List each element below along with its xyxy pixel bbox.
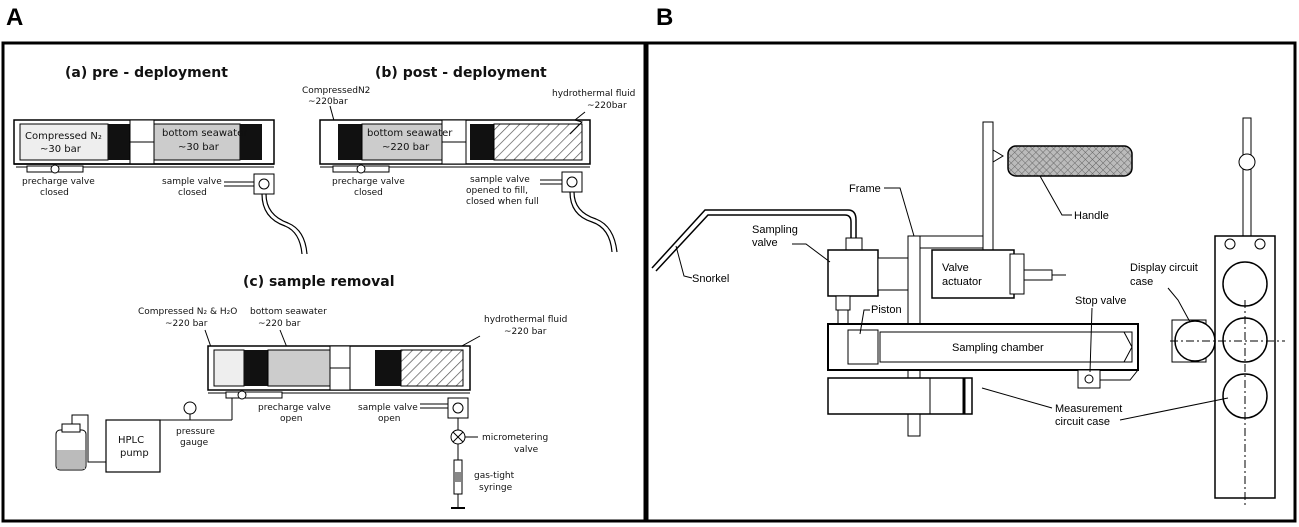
post-fluid-bar: ~220bar [587, 101, 627, 111]
panel-b-labels: Frame Handle Sampling valve Snorkel Valv… [675, 175, 1229, 428]
syringe-label-1: gas-tight [474, 471, 515, 481]
micrometering-label-2: valve [514, 445, 539, 455]
sample-valve-label: sample valve [162, 177, 222, 187]
hplc-pump-icon [105, 419, 161, 473]
sample-valve-state: closed [178, 188, 207, 198]
frame-label: Frame [849, 183, 881, 195]
sample-removal-diagram: (c) sample removal Compressed N₂ & H₂O ~… [55, 274, 567, 509]
removal-n2-bar: ~220 bar [165, 319, 208, 329]
post-sample-state-1: opened to fill, [466, 186, 528, 196]
removal-title: (c) sample removal [243, 274, 395, 290]
display-circuit-label-1: Display circuit [1130, 262, 1198, 274]
piston-block [240, 124, 262, 160]
compressed-n2-label: Compressed N₂ [25, 131, 102, 142]
precharge-valve-icon [237, 390, 247, 400]
sample-valve-icon [447, 397, 469, 419]
removal-n2-label: Compressed N₂ & H₂O [138, 307, 237, 317]
piston-block [375, 350, 401, 386]
pump-label-1: HPLC [118, 435, 144, 446]
handle-label: Handle [1074, 210, 1109, 222]
removal-sample-label: sample valve [358, 403, 418, 413]
display-circuit-label-2: case [1130, 276, 1153, 288]
gauge-label-2: gauge [180, 438, 209, 448]
precharge-valve-icon [356, 164, 366, 174]
precharge-valve-icon [50, 164, 60, 174]
sample-valve-icon [253, 173, 275, 195]
post-seawater-label: bottom seawater [367, 128, 453, 139]
front-view-rod [1242, 117, 1252, 237]
post-seawater-bar: ~220 bar [382, 142, 430, 153]
gauge-label-1: pressure [176, 427, 215, 437]
removal-sample-state: open [378, 414, 400, 424]
post-title: (b) post - deployment [375, 65, 547, 81]
sampling-valve-label-2: valve [752, 237, 778, 249]
precharge-state: closed [40, 188, 69, 198]
snorkel-tube [651, 209, 857, 269]
sampling-valve-body [827, 249, 879, 297]
pump-label-2: pump [120, 448, 149, 459]
snorkel-label: Snorkel [692, 273, 729, 285]
post-precharge-label: precharge valve [332, 177, 405, 187]
micrometering-label-1: micrometering [482, 433, 548, 443]
pre-deployment-diagram: (a) pre - deployment Compressed N₂ ~30 b… [13, 65, 308, 255]
removal-precharge-state: open [280, 414, 302, 424]
handle-grip [1007, 145, 1133, 177]
removal-seawater-label: bottom seawater [250, 307, 327, 317]
piston-block [108, 124, 130, 160]
post-deployment-diagram: (b) post - deployment CompressedN2 ~220b… [302, 65, 635, 253]
sampling-valve-label-1: Sampling [752, 224, 798, 236]
syringe-label-2: syringe [479, 483, 513, 493]
panel-b-letter: B [656, 4, 674, 31]
piston-block [244, 350, 268, 386]
hydrothermal-fluid-region [493, 123, 583, 161]
sampling-chamber-label: Sampling chamber [952, 342, 1044, 354]
post-sample-label: sample valve [470, 175, 530, 185]
removal-precharge-label: precharge valve [258, 403, 331, 413]
valve-actuator-label-1: Valve [942, 262, 969, 274]
measurement-circuit-case [827, 377, 973, 415]
piston-block [338, 124, 362, 160]
removal-fluid-label: hydrothermal fluid [484, 315, 567, 325]
post-fluid-label: hydrothermal fluid [552, 89, 635, 99]
measurement-label-2: circuit case [1055, 416, 1110, 428]
post-n2-bar: ~220bar [308, 97, 348, 107]
compressed-bar-label: ~30 bar [40, 144, 82, 155]
sampler-side-view [651, 117, 1285, 505]
post-sample-state-2: closed when full [466, 197, 539, 207]
seawater-label: bottom seawater [162, 128, 248, 139]
piston-block [470, 124, 494, 160]
piston-label: Piston [871, 304, 902, 316]
post-n2-label: CompressedN2 [302, 86, 370, 96]
valve-actuator-body [931, 249, 1015, 299]
hydrothermal-fluid-region [400, 349, 464, 387]
panel-a-letter: A [6, 4, 24, 31]
panel-a-border [1, 41, 647, 523]
removal-seawater-bar: ~220 bar [258, 319, 301, 329]
pre-title: (a) pre - deployment [65, 65, 228, 81]
precharge-label: precharge valve [22, 177, 95, 187]
post-precharge-state: closed [354, 188, 383, 198]
seawater-bar-label: ~30 bar [178, 142, 220, 153]
valve-actuator-label-2: actuator [942, 276, 982, 288]
panel-b-border [645, 41, 1297, 523]
stop-valve-label: Stop valve [1075, 295, 1126, 307]
pressure-gauge-icon [183, 401, 197, 415]
measurement-label-1: Measurement [1055, 403, 1122, 415]
sample-valve-icon [561, 171, 583, 193]
removal-fluid-bar: ~220 bar [504, 327, 547, 337]
